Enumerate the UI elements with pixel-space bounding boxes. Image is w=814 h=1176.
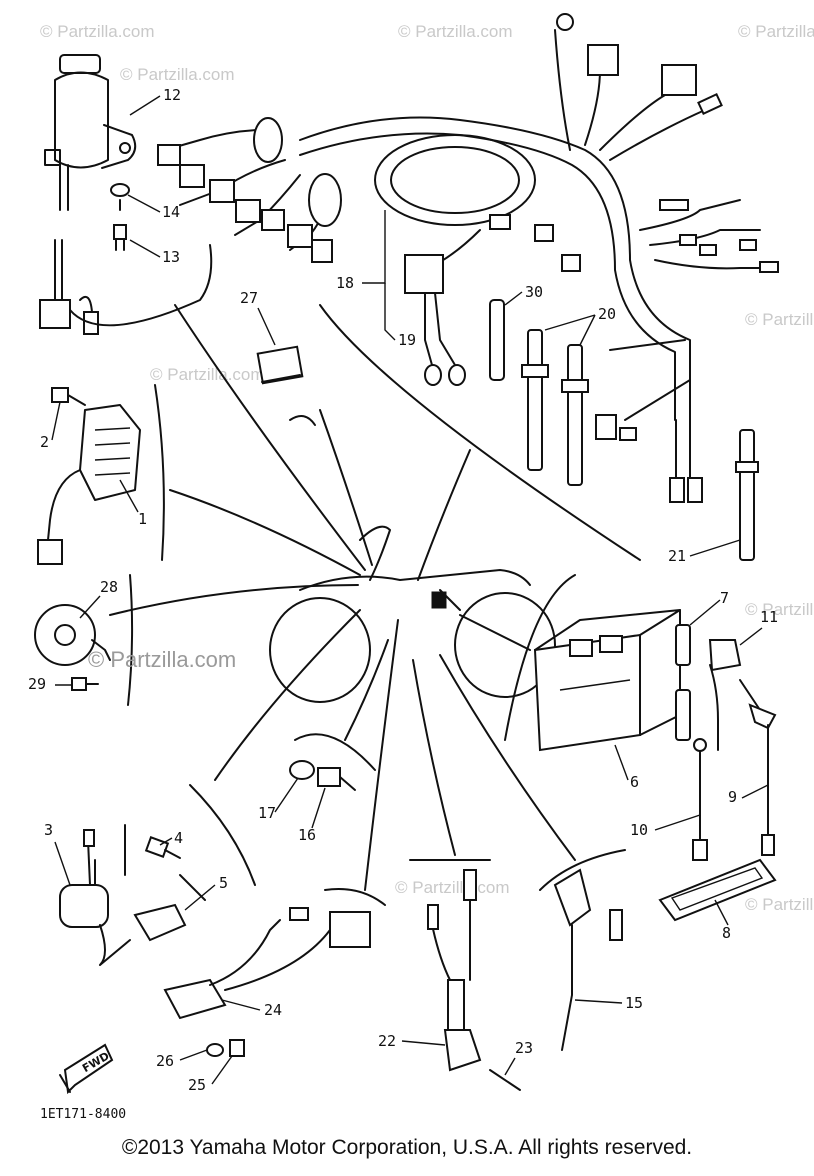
cdi-unit-24	[163, 907, 371, 1057]
callout-19: 19	[398, 331, 416, 349]
callout-22: 22	[378, 1032, 396, 1050]
callout-27: 27	[240, 289, 258, 307]
battery-band-8	[658, 858, 777, 922]
callout-10: 10	[630, 821, 648, 839]
callout-29: 29	[28, 675, 46, 693]
callout-15: 15	[625, 994, 643, 1012]
main-switch-part	[39, 54, 137, 335]
callout-9: 9	[728, 788, 737, 806]
watermark: © Partzilla.com	[745, 600, 814, 619]
callout-6: 6	[630, 773, 639, 791]
callout-4: 4	[174, 829, 183, 847]
forward-arrow-icon: FWD	[59, 1043, 114, 1095]
battery-leads-7-11-9-10	[675, 624, 777, 861]
leader-lines	[109, 304, 576, 891]
cable-bands-30-20	[489, 299, 589, 486]
callout-23: 23	[515, 1039, 533, 1057]
callout-2: 2	[40, 433, 49, 451]
callout-24: 24	[264, 1001, 282, 1019]
cable-band-21	[735, 429, 759, 561]
horn-28	[34, 604, 111, 691]
callout-16: 16	[298, 826, 316, 844]
callout-5: 5	[219, 874, 228, 892]
watermark-center: © Partzilla.com	[88, 647, 236, 672]
relay-19	[404, 254, 466, 386]
ignition-coil-3-4-5	[59, 824, 206, 966]
callout-8: 8	[722, 924, 731, 942]
callout-1: 1	[138, 510, 147, 528]
watermark: © Partzilla.com	[745, 895, 814, 914]
main-wire-harness	[157, 13, 779, 503]
callout-12: 12	[163, 86, 181, 104]
callout-17: 17	[258, 804, 276, 822]
callout-28: 28	[100, 578, 118, 596]
callout-13: 13	[162, 248, 180, 266]
callout-26: 26	[156, 1052, 174, 1070]
copyright-notice: ©2013 Yamaha Motor Corporation, U.S.A. A…	[121, 1136, 693, 1159]
wiring-harness-diagram: © Partzilla.com © Partzilla.com © Partzi…	[28, 13, 814, 1122]
callout-7: 7	[720, 589, 729, 607]
motorcycle-silhouette	[269, 525, 556, 703]
lead-15	[553, 868, 623, 1051]
battery-6	[533, 609, 681, 752]
callout-18: 18	[336, 274, 354, 292]
callout-14: 14	[162, 203, 180, 221]
watermark: © Partzilla.com	[40, 22, 155, 41]
watermark: © Partzilla.com	[120, 65, 235, 84]
washer-screw-14-13	[110, 183, 130, 251]
watermark: © Partzilla.com	[395, 878, 510, 897]
flasher-relay-27	[256, 345, 304, 385]
diagram-code: 1ET171-8400	[40, 1107, 126, 1122]
rectifier-regulator-1	[37, 387, 141, 565]
watermark-layer: © Partzilla.com © Partzilla.com © Partzi…	[40, 22, 814, 914]
watermark: © Partzilla.com	[738, 22, 814, 41]
neutral-switch-16-17	[289, 760, 356, 791]
watermark: © Partzilla.com	[745, 310, 814, 329]
watermark: © Partzilla.com	[150, 365, 265, 384]
callout-20: 20	[598, 305, 616, 323]
pickup-coil-22-23	[427, 869, 521, 1091]
grouping-brackets	[69, 244, 641, 906]
callout-3: 3	[44, 821, 53, 839]
callout-layer: 12 14 13 27 18 19 30 20 2 1 28 29 21 7 1…	[28, 86, 778, 1094]
watermark: © Partzilla.com	[398, 22, 513, 41]
callout-21: 21	[668, 547, 686, 565]
callout-11: 11	[760, 608, 778, 626]
callout-25: 25	[188, 1076, 206, 1094]
callout-30: 30	[525, 283, 543, 301]
